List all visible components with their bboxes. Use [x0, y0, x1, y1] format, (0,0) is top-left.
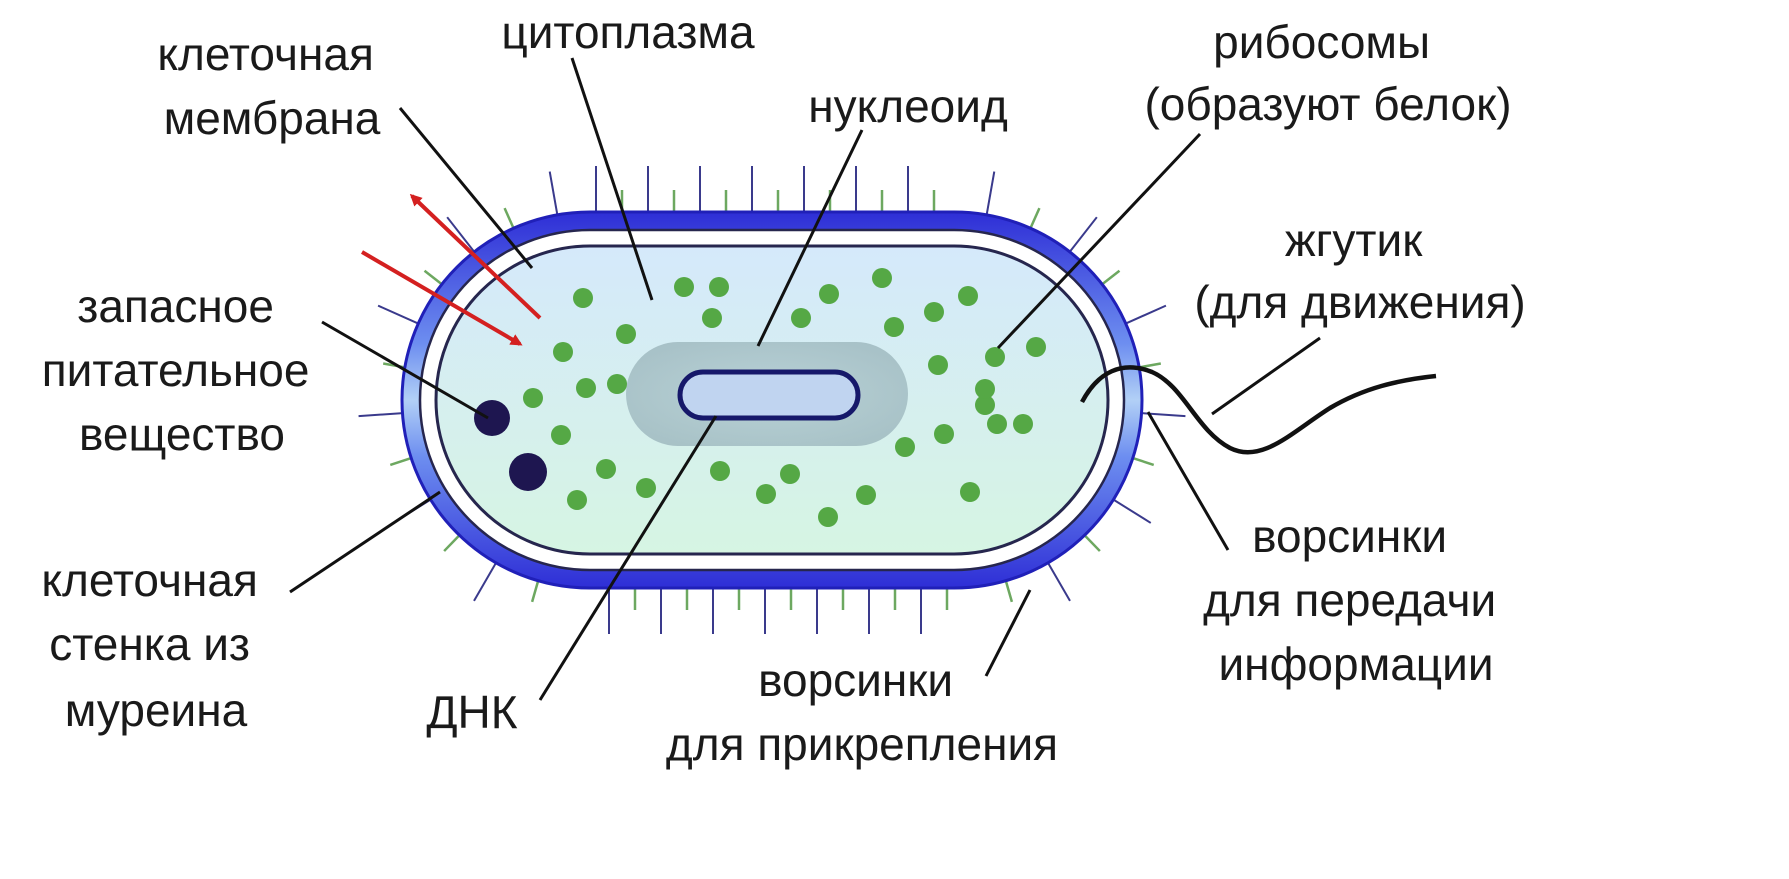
ribosome — [791, 308, 811, 328]
ribosome — [596, 459, 616, 479]
label-flagellum: жгутик (для движения) — [1194, 214, 1525, 328]
pilus — [550, 172, 558, 219]
pilus — [474, 559, 498, 601]
ribosome — [756, 484, 776, 504]
ribosome — [958, 286, 978, 306]
leader-cell-wall — [290, 492, 440, 592]
ribosome — [975, 379, 995, 399]
ribosome — [934, 424, 954, 444]
ribosome — [895, 437, 915, 457]
ribosome — [1026, 337, 1046, 357]
leader-transfer-pili — [1148, 412, 1228, 550]
ribosome — [872, 268, 892, 288]
label-ribosomes: рибосомы (образуют белок) — [1144, 16, 1511, 130]
label-cytoplasm: цитоплазма — [501, 6, 755, 58]
pilus — [1046, 559, 1070, 601]
ribosome — [551, 425, 571, 445]
label-cell-wall: клеточная стенка из муреина — [41, 554, 270, 736]
ribosome — [884, 317, 904, 337]
label-cell-membrane: клеточная мембрана — [157, 28, 386, 144]
ribosome — [523, 388, 543, 408]
label-nucleoid: нуклеоид — [808, 80, 1008, 132]
ribosome — [553, 342, 573, 362]
pilus — [1110, 498, 1151, 523]
label-storage: запасное питательное вещество — [42, 280, 323, 460]
label-transfer-pili: ворсинки для передачи информации — [1203, 510, 1509, 690]
label-attachment-pili: ворсинки для прикрепления — [666, 654, 1058, 770]
ribosome — [856, 485, 876, 505]
ribosome — [567, 490, 587, 510]
pilus — [378, 306, 422, 326]
dna — [680, 372, 858, 418]
ribosome — [636, 478, 656, 498]
pilus — [986, 172, 994, 219]
label-dna: ДНК — [426, 686, 517, 738]
ribosome — [616, 324, 636, 344]
ribosome — [987, 414, 1007, 434]
ribosome — [702, 308, 722, 328]
ribosome — [818, 507, 838, 527]
leader-cell-membrane — [400, 108, 532, 268]
ribosome — [674, 277, 694, 297]
pilus — [1122, 306, 1166, 326]
storage-granule — [474, 400, 510, 436]
ribosome — [1013, 414, 1033, 434]
leader-attachment-pili — [986, 590, 1030, 676]
ribosome — [709, 277, 729, 297]
pilus — [1138, 413, 1186, 416]
ribosome — [960, 482, 980, 502]
ribosome — [928, 355, 948, 375]
leader-flagellum — [1212, 338, 1320, 414]
ribosome — [780, 464, 800, 484]
ribosome — [924, 302, 944, 322]
pilus — [359, 413, 407, 416]
ribosome — [710, 461, 730, 481]
ribosome — [607, 374, 627, 394]
ribosome — [819, 284, 839, 304]
ribosome — [985, 347, 1005, 367]
storage-granule — [509, 453, 547, 491]
ribosome — [573, 288, 593, 308]
ribosome — [576, 378, 596, 398]
